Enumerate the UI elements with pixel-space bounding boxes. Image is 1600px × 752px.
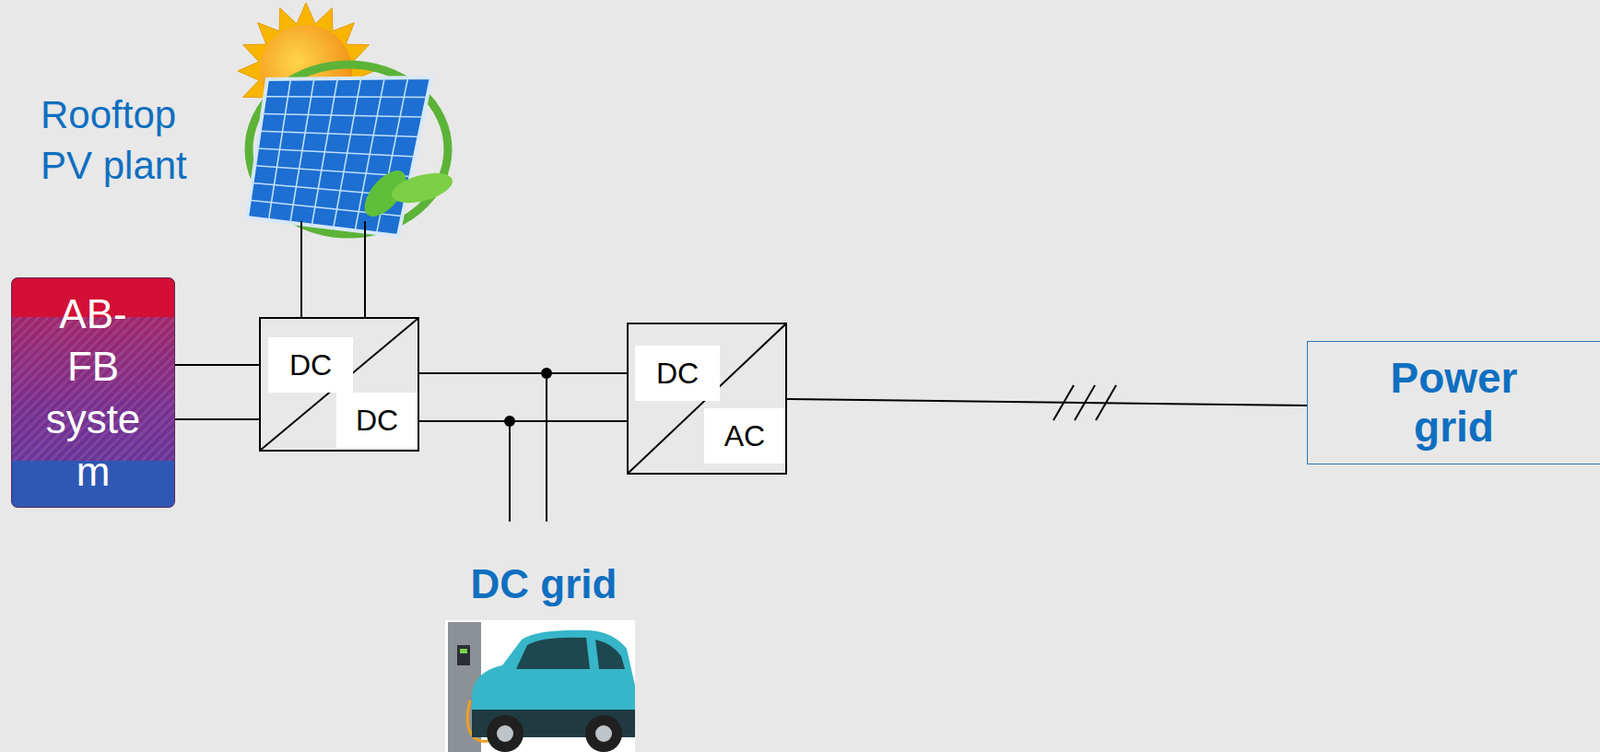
junction-dot [541,367,553,379]
ev-charging-picture [595,725,612,742]
ev-charging-picture [445,620,636,752]
solar-panel [247,77,432,236]
solar-panel [247,77,432,236]
leaf-icon [388,167,457,210]
dc-ac-inverter: DC AC [626,322,788,475]
dc-grid-load: DC grid [433,521,655,752]
node-label: DC grid [433,562,655,607]
dc-wire [419,373,547,522]
ev-charging-picture [516,637,590,670]
node-label: Power grid [1357,353,1552,452]
node-label: AB-FB system [37,287,149,499]
dc-wire [509,373,627,522]
ev-charging-picture [595,639,625,670]
leaf-icon [356,163,456,224]
ev-charging-picture [459,648,468,654]
node-label: DC [635,345,720,401]
junction-dot [504,415,516,427]
solar-panel [264,95,427,98]
battery-system-box: AB-FB system [11,277,176,508]
converter-diagonal [628,324,786,473]
ev-charging-picture [457,645,471,666]
converter-diagonal [260,318,418,450]
solar-panel [259,130,420,137]
ev-charging-picture [445,620,636,752]
solar-panel [257,148,415,157]
ev-charging-picture [585,715,623,752]
ev-charging-picture [496,725,514,742]
node-label: DC [268,337,353,393]
dc-wire [175,364,259,420]
dc-wire [419,373,627,422]
node-label: AC [704,408,786,464]
dc-wire [301,221,365,318]
pv-plant: Rooftop PV plant [36,0,461,222]
power-grid-box: Power grid [1306,341,1600,465]
node-label: Rooftop PV plant [40,90,225,191]
node-label: DC [336,392,418,448]
dc-wire [787,399,1307,406]
solar-panel [249,77,428,234]
ev-charging-picture [486,715,524,752]
solar-panel [262,114,424,118]
dc-dc-converter: DCDC [258,317,420,452]
